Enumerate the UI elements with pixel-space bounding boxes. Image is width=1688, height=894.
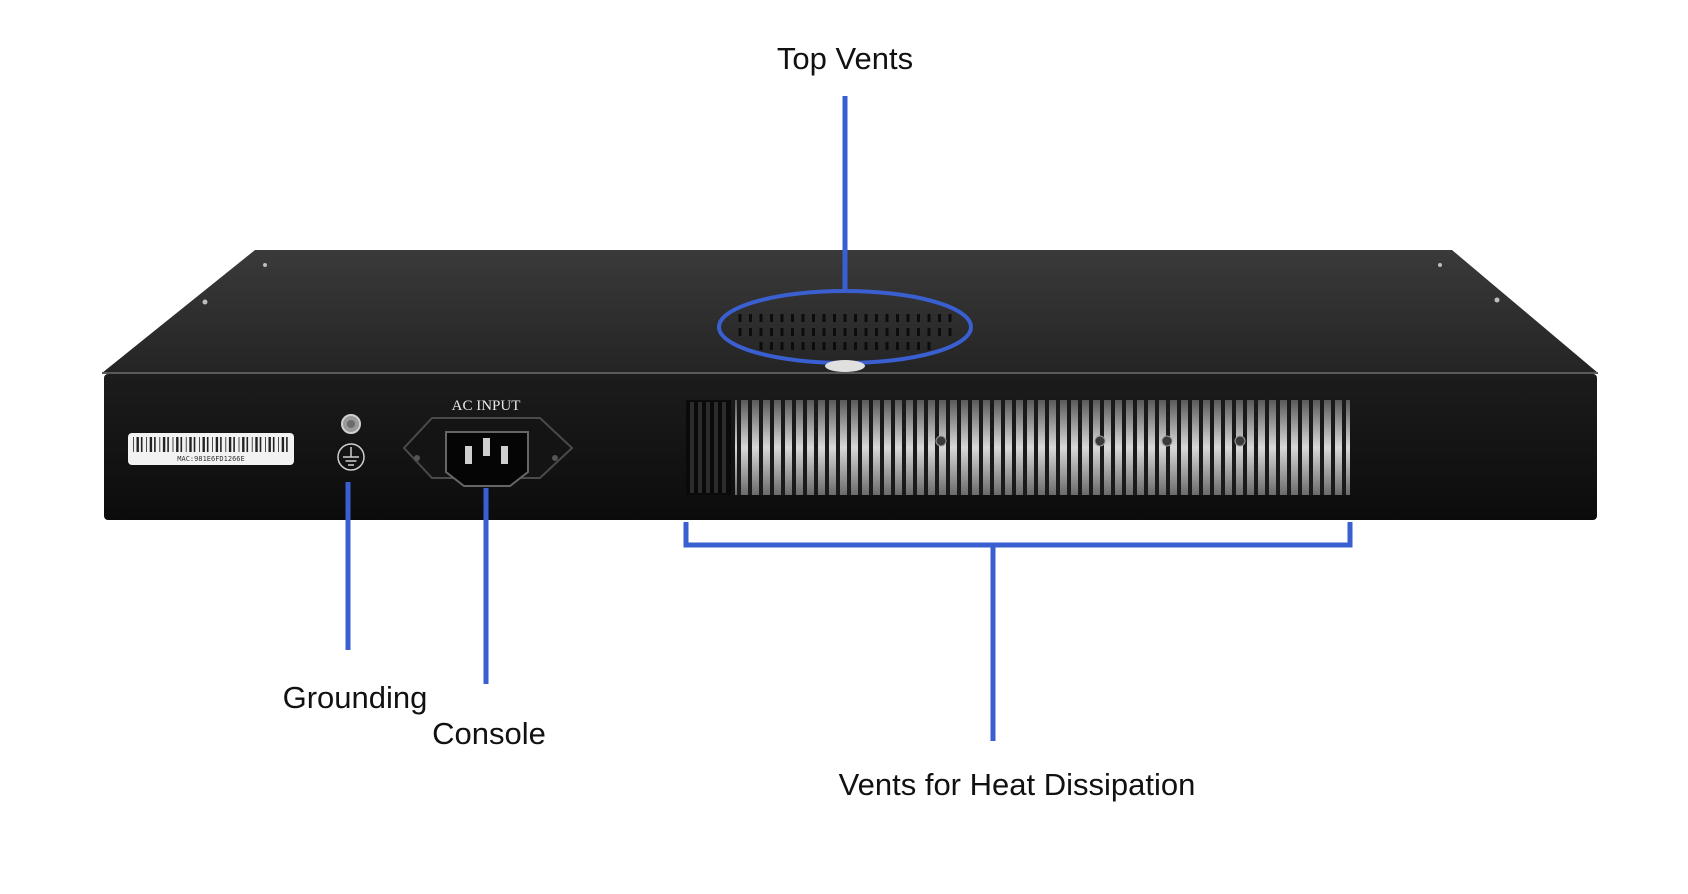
mac-sticker: MAC:981E6FD1266E xyxy=(128,433,294,465)
mac-address: MAC:981E6FD1266E xyxy=(177,455,244,463)
ac-input-label: AC INPUT xyxy=(452,398,521,414)
heat-vents-label: Vents for Heat Dissipation xyxy=(839,767,1196,802)
grille-slats xyxy=(737,400,1346,495)
chassis-top-surface xyxy=(102,250,1598,373)
top-light-reflection xyxy=(825,360,865,372)
console-label: Console xyxy=(432,716,546,751)
top-screws xyxy=(202,263,1500,305)
ac-pin-left xyxy=(465,446,472,464)
heat-dissipation-grille xyxy=(686,400,1350,495)
ac-pin-right xyxy=(501,446,508,464)
top-vents-label: Top Vents xyxy=(777,41,913,76)
grille-left-slots xyxy=(690,402,726,493)
top-vents-grid xyxy=(738,314,952,350)
ground-symbol-icon xyxy=(337,443,365,471)
ac-input-port: AC INPUT xyxy=(402,398,574,487)
barcode xyxy=(133,437,288,452)
grounding-label: Grounding xyxy=(283,680,428,715)
ac-pin-ground xyxy=(483,438,490,456)
heat-vents-bracket xyxy=(683,522,1353,548)
grounding-terminal xyxy=(337,414,365,471)
grille-screws xyxy=(935,435,1246,447)
